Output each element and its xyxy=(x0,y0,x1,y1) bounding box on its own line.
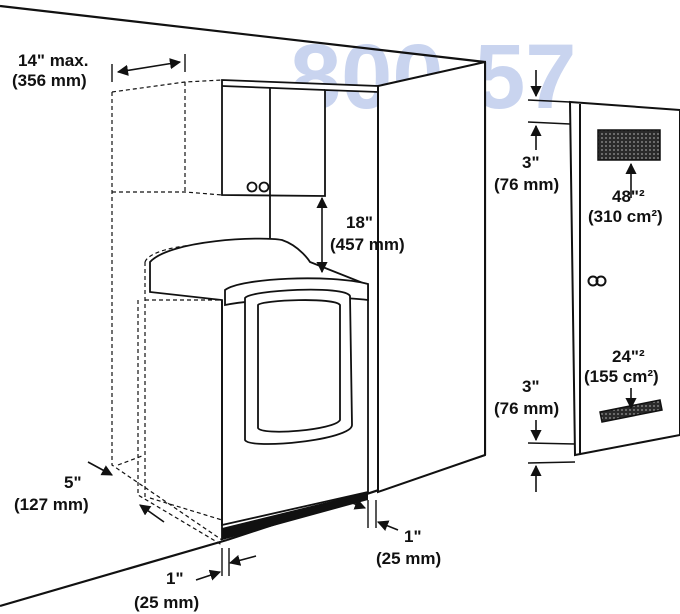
side-gap-right-label-line1: 1" xyxy=(404,527,422,546)
alcove-dashed-outline xyxy=(111,79,226,546)
top-vent-label-line2: (310 cm²) xyxy=(588,207,663,226)
cabinet-knobs xyxy=(246,181,270,193)
side-max-label-line2: (356 mm) xyxy=(12,71,87,90)
side-gap-left-label-line1: 1" xyxy=(166,569,184,588)
door-knob xyxy=(587,275,607,287)
bottom-vent-label-line2: (155 cm²) xyxy=(584,367,659,386)
bottom-vent-label-line1: 24"² xyxy=(612,347,645,366)
top-gap-label-line2: (76 mm) xyxy=(494,175,559,194)
closet-side-panel xyxy=(377,60,486,494)
dimension-arrows xyxy=(87,58,637,581)
side-gap-right-label-line2: (25 mm) xyxy=(376,549,441,568)
cabinet-gap-label-line2: (457 mm) xyxy=(330,235,405,254)
top-vent-label-line1: 48"² xyxy=(612,187,645,206)
dimension-ticks xyxy=(111,54,377,576)
bottom-gap-label-line1: 3" xyxy=(522,377,540,396)
top-vent-grille xyxy=(597,129,661,161)
rear-gap-label-line2: (127 mm) xyxy=(14,495,89,514)
bottom-gap-label-line2: (76 mm) xyxy=(494,399,559,418)
closet-door xyxy=(568,100,680,457)
rear-gap-label-line1: 5" xyxy=(64,473,82,492)
cabinet-gap-label-line1: 18" xyxy=(346,213,373,232)
side-gap-left-label-line2: (25 mm) xyxy=(134,593,199,612)
door-reference-lines xyxy=(527,99,576,464)
bottom-vent-grille xyxy=(599,399,663,423)
top-gap-label-line1: 3" xyxy=(522,153,540,172)
dryer-base xyxy=(222,492,368,540)
dryer xyxy=(149,237,369,540)
side-max-label-line1: 14" max. xyxy=(18,51,88,70)
